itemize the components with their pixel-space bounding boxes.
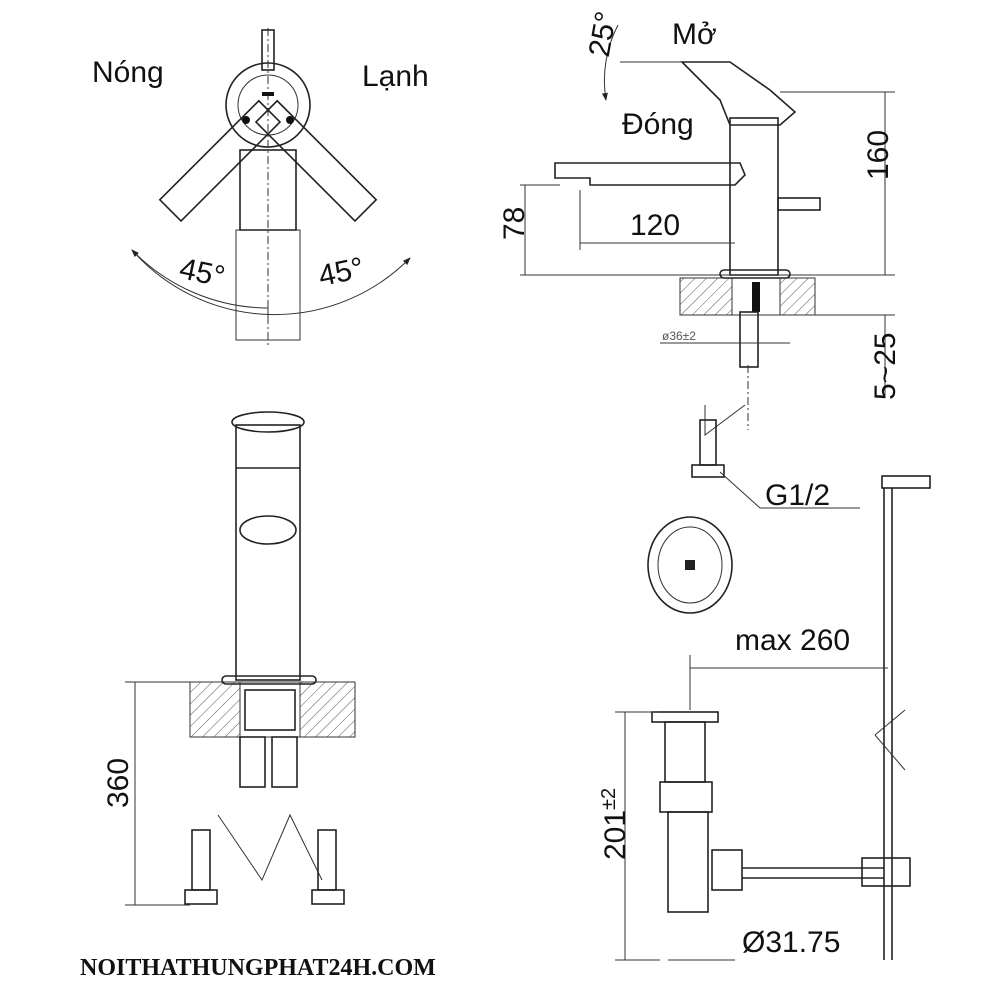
rod-max-dim: max 260: [735, 624, 850, 657]
hole-diameter-dim: ø36±2: [662, 329, 696, 343]
side-view: Mở 25° Đóng 160 78 120 ø36±2 5~25 G1/2: [498, 9, 902, 512]
top-view: Nóng Lạnh 45° 45°: [92, 28, 429, 345]
closed-label: Đóng: [622, 108, 694, 141]
angle-right-label: 45°: [316, 251, 367, 293]
drain-height-value: 201: [599, 810, 632, 860]
spout-height-dim: 78: [498, 207, 531, 240]
spout-reach-dim: 120: [630, 209, 680, 242]
front-view: 360: [102, 411, 356, 906]
hot-label: Nóng: [92, 56, 164, 89]
open-label: Mở: [672, 18, 717, 51]
watermark: NOITHATHUNGPHAT24H.COM: [80, 955, 436, 981]
angle-left-label: 45°: [176, 252, 227, 294]
drain-height-tolerance: ±2: [598, 788, 620, 810]
total-height-dim: 160: [862, 130, 895, 180]
drain-diameter-dim: Ø31.75: [742, 926, 840, 959]
drain-view: max 260 201±2 Ø31.75: [598, 475, 931, 961]
cold-label: Lạnh: [362, 60, 429, 93]
open-angle-label: 25°: [583, 9, 623, 59]
thread-label: G1/2: [765, 479, 830, 512]
counter-thickness-dim: 5~25: [869, 332, 902, 400]
hose-length-dim: 360: [102, 758, 135, 808]
drain-height-dim: 201±2: [598, 788, 632, 860]
